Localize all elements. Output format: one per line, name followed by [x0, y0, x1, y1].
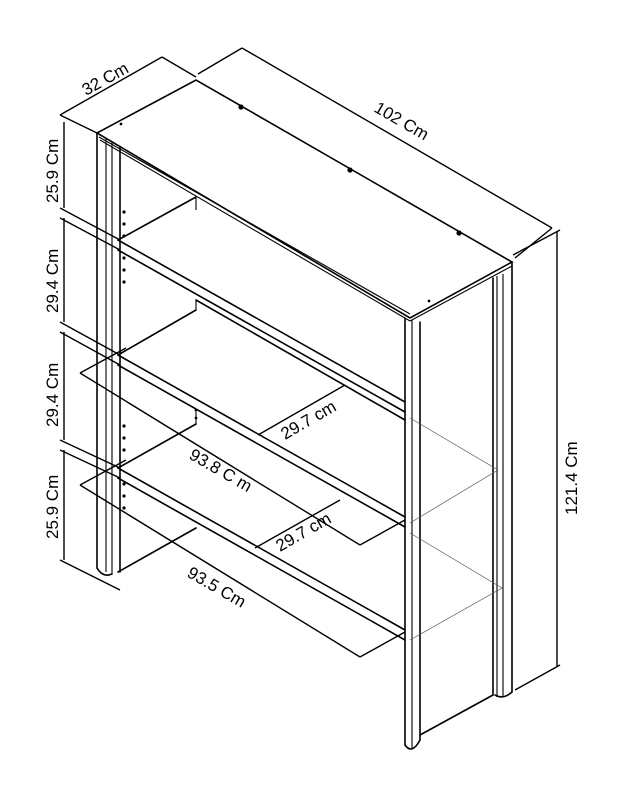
section-1-height-label: 25.9 Cm: [43, 139, 62, 203]
depth-label: 32 Cm: [79, 59, 132, 100]
left-side-panel: [96, 132, 198, 576]
top-panel: [95, 79, 514, 322]
shelf-2: [117, 299, 406, 528]
section-2-height-label: 29.4 Cm: [43, 249, 62, 313]
right-side-panel: [404, 261, 513, 750]
shelf-1: [117, 196, 406, 413]
shelf-pin-holes: [122, 210, 198, 510]
upper-shelf-depth-label: 29.7 cm: [278, 397, 340, 444]
dimension-lines: [59, 47, 561, 691]
lower-inner-width-label: 93.5 Cm: [184, 563, 249, 612]
total-height-label: 121.4 Cm: [562, 441, 581, 515]
upper-inner-width-label: 93.8 C m: [186, 445, 255, 496]
section-4-height-label: 25.9 Cm: [43, 475, 62, 539]
section-3-height-label: 29.4 Cm: [43, 363, 62, 427]
width-label: 102 Cm: [371, 98, 432, 144]
shelf-3: [117, 410, 406, 641]
